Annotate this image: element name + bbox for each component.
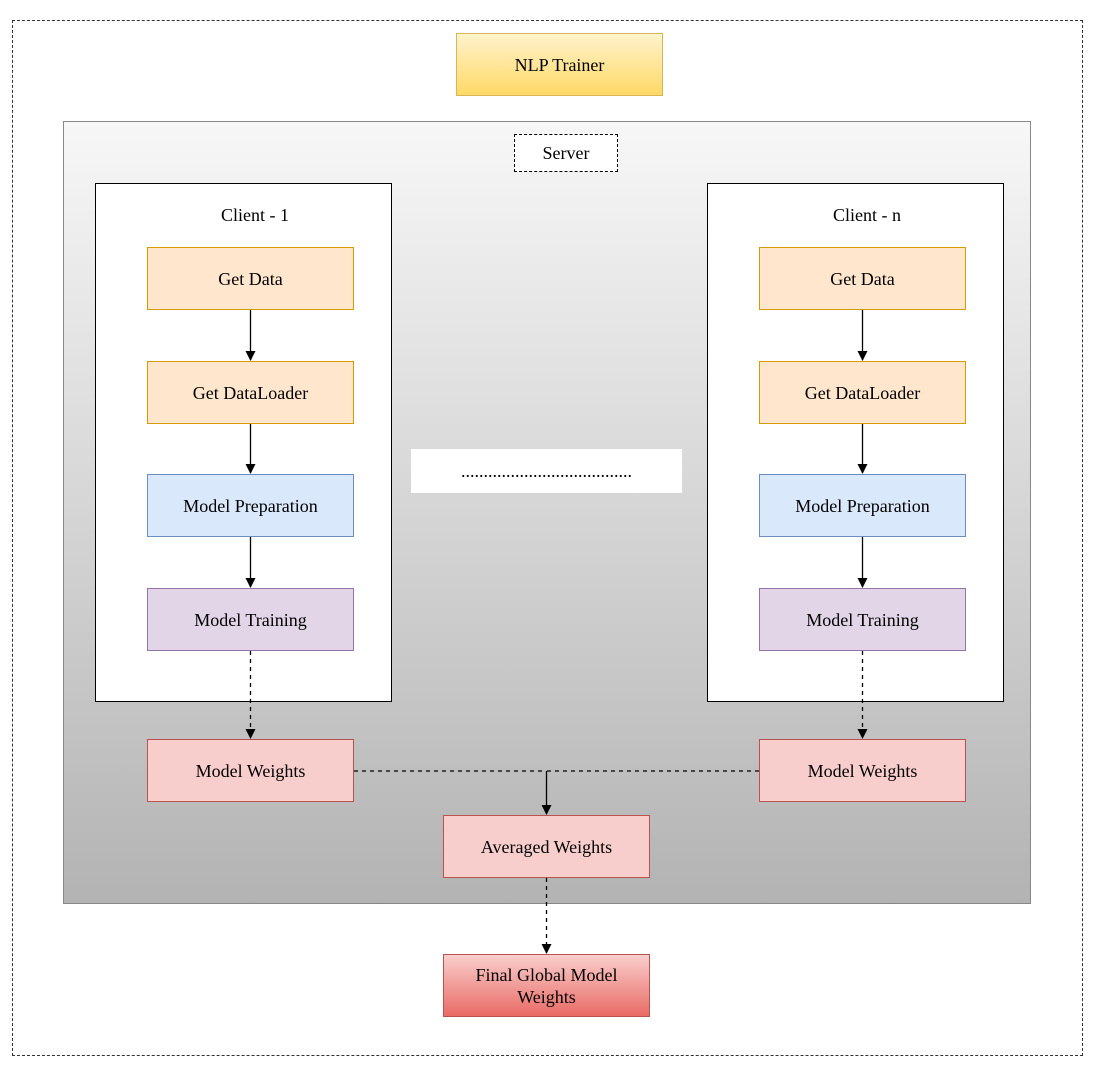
client-1-model-preparation-label: Model Preparation [183,495,318,516]
client-1-model-weights-label: Model Weights [195,760,306,781]
client-n-get-data-label: Get Data [830,268,895,289]
client-n-get-dataloader[interactable]: Get DataLoader [759,361,966,424]
client-n-get-data[interactable]: Get Data [759,247,966,310]
client-1-model-training-label: Model Training [194,609,307,630]
client-n-model-training-label: Model Training [806,609,919,630]
client-1-title: Client - 1 [221,205,289,225]
final-global-weights-node[interactable]: Final Global Model Weights [443,954,650,1017]
server-label: Server [542,143,590,163]
client-n-model-training[interactable]: Model Training [759,588,966,651]
client-n-model-preparation-label: Model Preparation [795,495,930,516]
client-n-model-weights[interactable]: Model Weights [759,739,966,802]
client-n-get-dataloader-label: Get DataLoader [804,382,921,403]
client-1-model-weights[interactable]: Model Weights [147,739,354,802]
client-1-get-data[interactable]: Get Data [147,247,354,310]
client-1-get-dataloader-label: Get DataLoader [192,382,309,403]
averaged-weights-label: Averaged Weights [480,836,613,857]
client-1-model-training[interactable]: Model Training [147,588,354,651]
outer-container [12,20,1083,1056]
client-1-get-dataloader[interactable]: Get DataLoader [147,361,354,424]
ellipsis-box: ...................................... [411,449,682,493]
client-1-get-data-label: Get Data [218,268,283,289]
server-label-box[interactable]: Server [514,134,618,172]
final-global-weights-label: Final Global Model Weights [475,964,618,1007]
nlp-trainer-label: NLP Trainer [514,54,605,75]
nlp-trainer-node[interactable]: NLP Trainer [456,33,663,96]
client-n-title: Client - n [833,205,901,225]
client-1-model-preparation[interactable]: Model Preparation [147,474,354,537]
client-n-model-preparation[interactable]: Model Preparation [759,474,966,537]
client-n-model-weights-label: Model Weights [807,760,918,781]
averaged-weights-node[interactable]: Averaged Weights [443,815,650,878]
ellipsis-text: ...................................... [461,461,632,481]
